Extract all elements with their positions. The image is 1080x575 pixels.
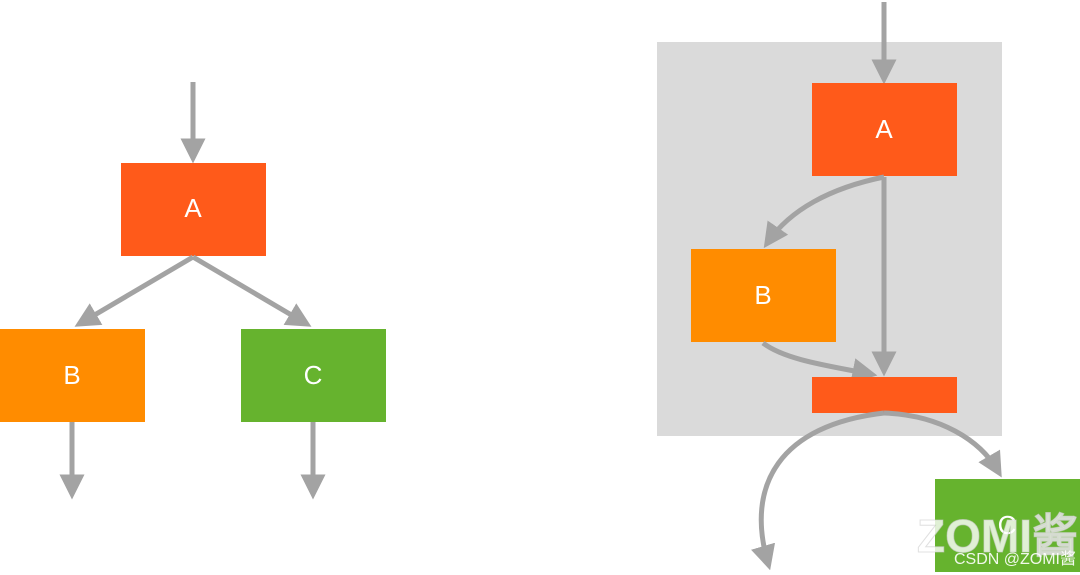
node-a: [812, 83, 957, 176]
node-a-label: A: [875, 114, 893, 144]
node-c-label: C: [304, 360, 323, 390]
left-graph: A B C: [0, 82, 386, 500]
edge-a-to-c: [191, 254, 312, 327]
node-a-label: A: [184, 193, 202, 223]
edge-b-to-merge: [761, 340, 878, 383]
node-c: [241, 329, 386, 422]
node-b-label: B: [754, 280, 771, 310]
node-c: [935, 479, 1080, 572]
node-b: [0, 329, 145, 422]
watermark-credit: CSDN @ZOMI酱: [954, 550, 1076, 568]
node-a: [121, 163, 266, 256]
edge-a-to-b: [763, 174, 885, 249]
edge-a-to-b: [74, 254, 195, 327]
right-graph: A B C: [657, 2, 1080, 572]
merge-node: [812, 377, 957, 413]
watermark: ZOMI酱 CSDN @ZOMI酱: [917, 510, 1079, 569]
node-b: [691, 249, 836, 342]
node-b-label: B: [63, 360, 80, 390]
edge-merge-to-c: [883, 410, 1002, 478]
watermark-logo: ZOMI酱: [917, 510, 1078, 562]
edge-merge-exit: [751, 410, 885, 571]
node-c-label: C: [998, 510, 1017, 540]
